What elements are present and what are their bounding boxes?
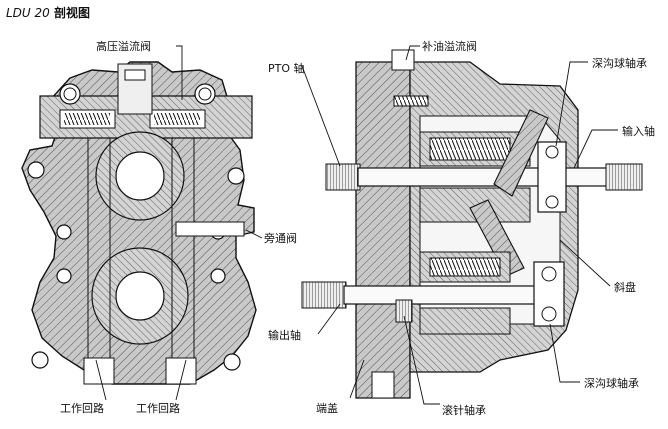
end-view [21,61,257,385]
label-work-loop-right: 工作回路 [136,402,180,415]
leader-work-loop-left [95,359,107,401]
lower-piston-spring [429,257,501,277]
leader-deep-groove-bearing-bottom [549,323,580,383]
label-charge-relief-valve: 补油溢流阀 [422,40,477,53]
plug-head [124,69,146,81]
upper-bearing-ball [545,195,559,209]
bolt-hole [210,268,226,284]
model-name: LDU 20 [6,6,50,20]
charge-relief-cap [391,49,415,71]
leader-charge-relief-valve [405,45,420,61]
relief-spring-right [154,113,200,125]
label-output-shaft: 输出轴 [268,329,301,342]
lower-bearing-ball [541,306,557,322]
leader-work-loop-right [175,359,187,401]
upper-shaft [357,167,609,187]
input-shaft-spline [605,163,643,191]
side-section [301,49,643,399]
label-bypass-valve: 旁通阀 [264,232,297,245]
needle-bearing [395,299,413,323]
end-view-housing [21,61,257,385]
label-pto-shaft: PTO 轴 [268,62,305,75]
bypass-valve-pocket [175,221,245,237]
label-deep-groove-bearing-bottom: 深沟球轴承 [584,377,639,390]
label-end-cap: 端盖 [316,402,338,415]
bolt-hole-inner [198,87,212,101]
relief-spring-left [64,113,110,125]
leader-end-cap [349,359,365,399]
bolt-hole [56,268,72,284]
bolt-hole [27,161,45,179]
figure-title: LDU 20 剖视图 [6,4,90,21]
leader-high-pressure-relief-valve [176,45,183,100]
lower-bore [115,271,165,321]
label-input-shaft: 输入轴 [622,125,655,138]
upper-bore [115,151,165,201]
lower-bearing-ball [541,266,557,282]
title-suffix: 剖视图 [49,6,90,20]
label-high-pressure-relief-valve: 高压溢流阀 [96,40,151,53]
lower-cylinder-block-lower [419,307,511,335]
pto-shaft-spline [325,163,361,191]
label-needle-bearing: 滚针轴承 [442,404,486,417]
leader-bypass-valve [245,229,263,239]
bolt-hole [31,351,49,369]
label-swashplate: 斜盘 [614,281,636,294]
label-work-loop-left: 工作回路 [60,402,104,415]
upper-piston-spring [429,137,511,161]
leader-swashplate [559,239,611,287]
leader-lines [95,45,618,405]
bolt-hole-inner [63,87,77,101]
charge-relief-spring [393,95,429,107]
leader-pto-shaft [301,65,341,167]
bolt-hole [223,353,241,371]
bottom-port [371,371,395,399]
leader-output-shaft [317,303,341,335]
lower-shaft [343,285,545,305]
bolt-hole [56,224,72,240]
leader-deep-groove-bearing-top [555,61,588,147]
leader-input-shaft [573,129,618,169]
label-deep-groove-bearing-top: 深沟球轴承 [592,57,647,70]
leader-needle-bearing [403,315,440,405]
upper-swashplate [493,109,549,197]
upper-bearing-ball [545,145,559,159]
end-cap-body [355,61,411,399]
bolt-hole [227,167,245,185]
